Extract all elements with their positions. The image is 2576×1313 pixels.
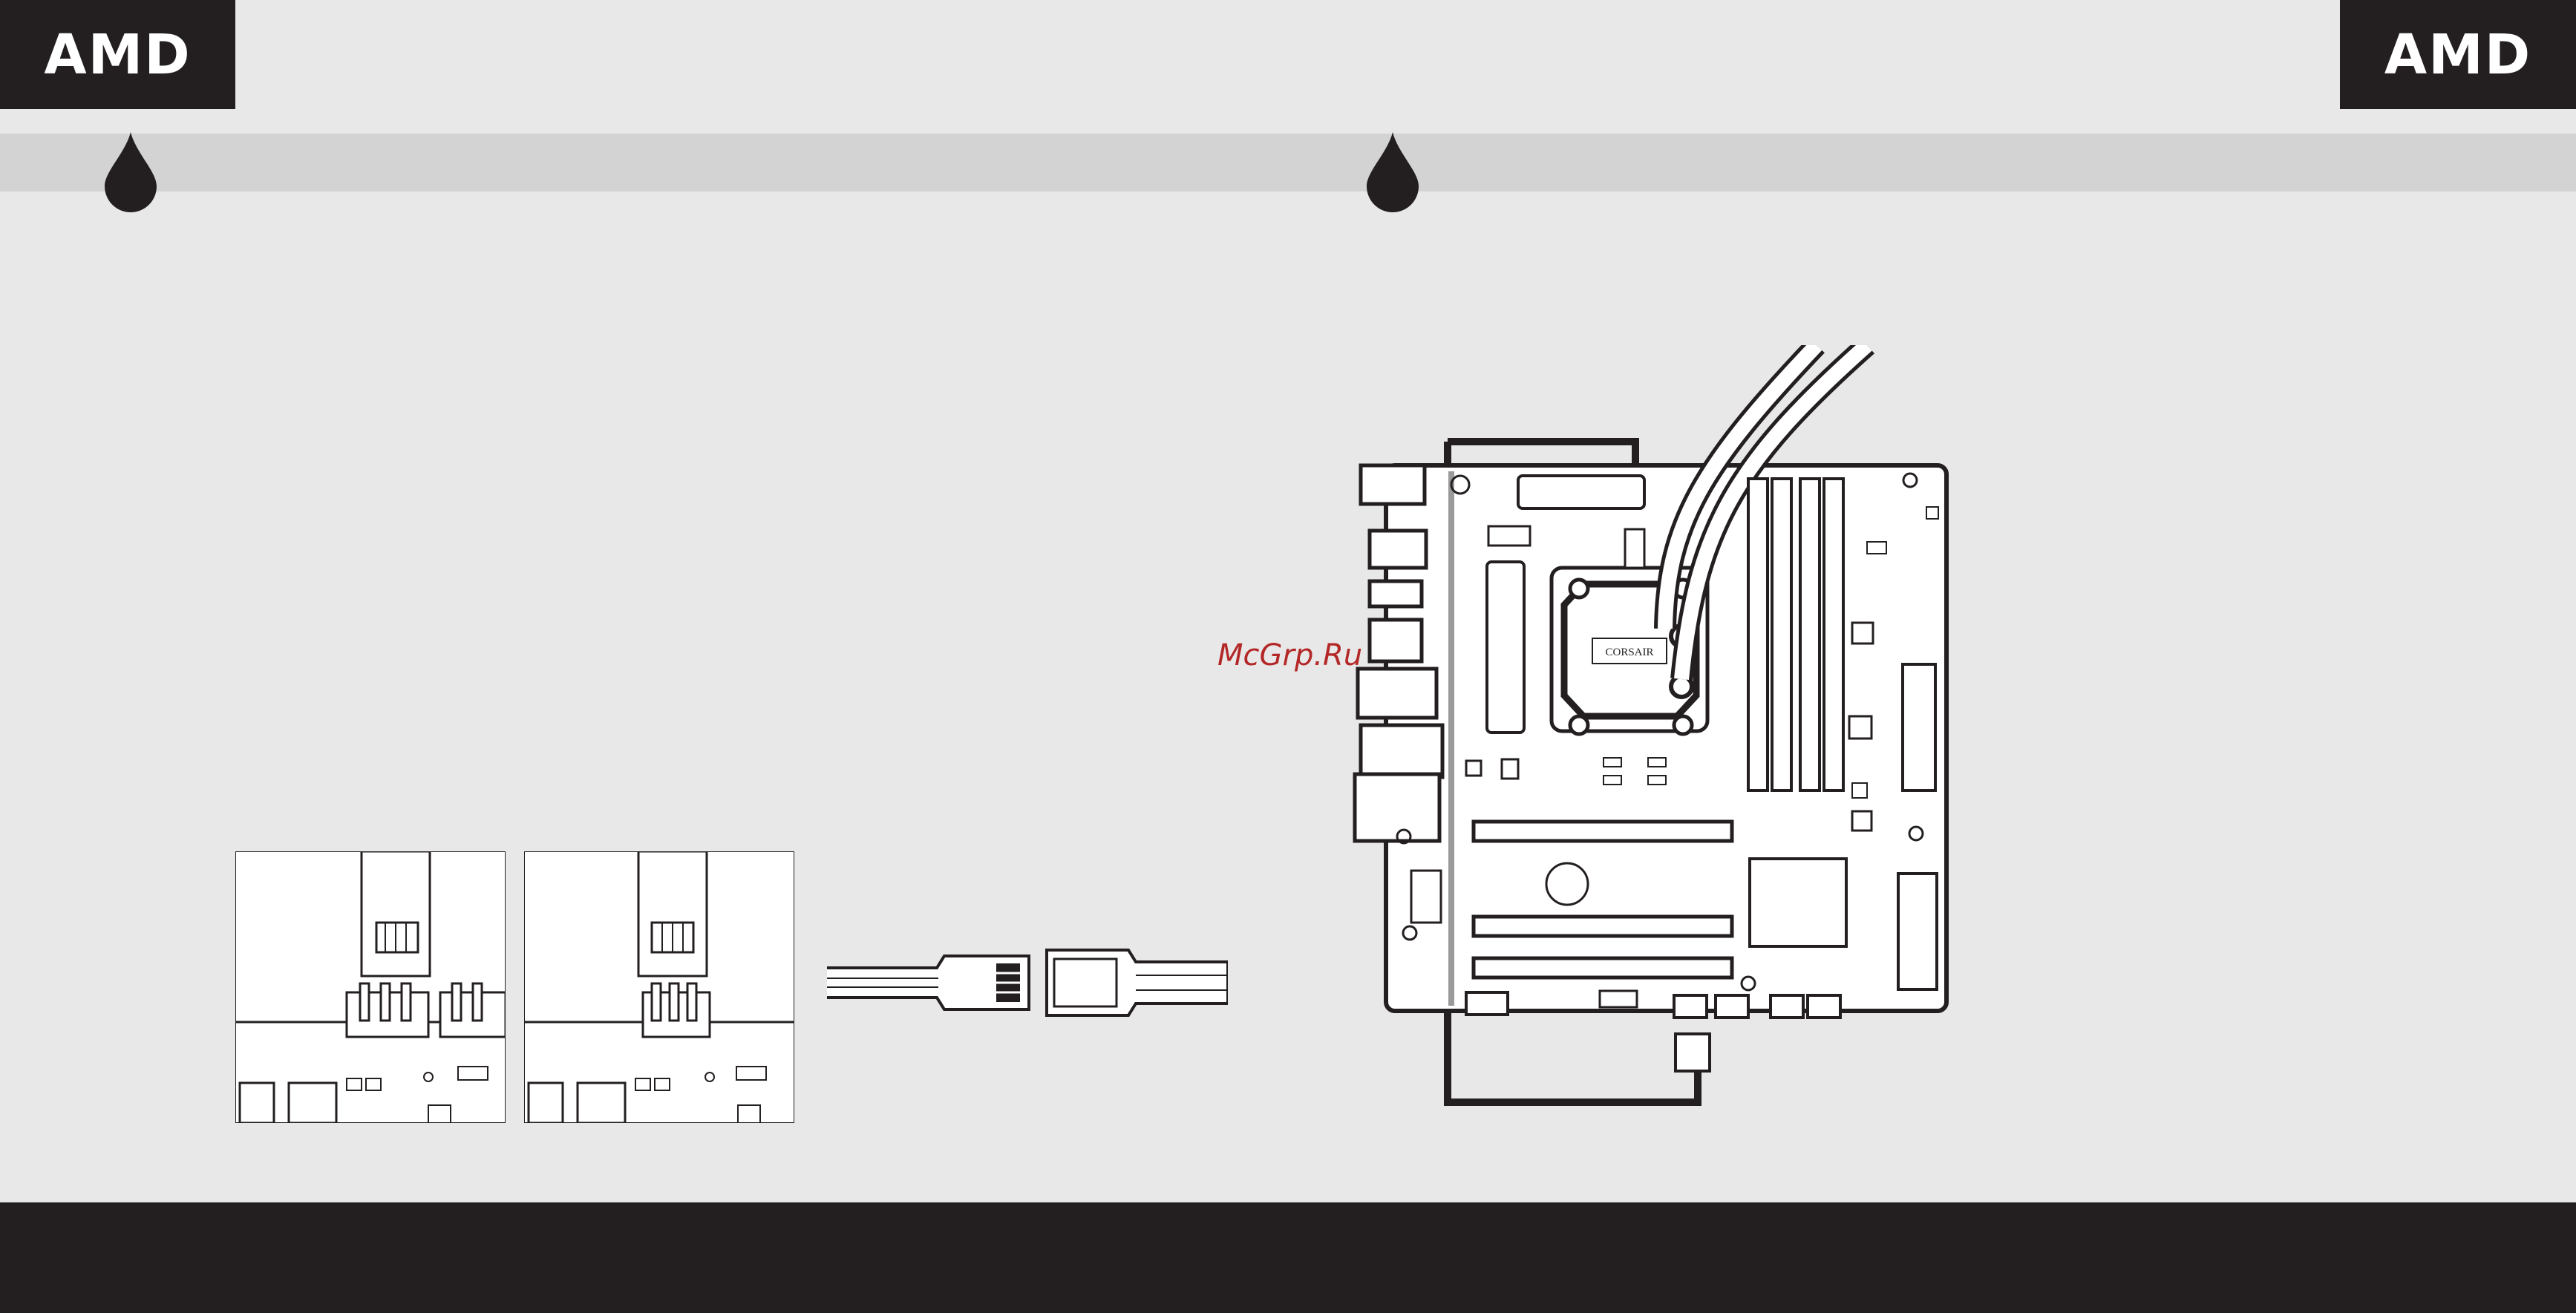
fan-header-closeup-illustration [235,851,506,1123]
pump-brand-label: CORSAIR [1605,646,1653,658]
drop-icon [103,131,158,212]
fan-cable-connector-illustration [827,943,1228,1023]
motherboard-illustration: CORSAIR [1347,345,1964,1110]
step-band [0,134,2576,191]
drop-icon [1365,131,1420,212]
watermark-text: McGrp.Ru [1217,638,1362,672]
footer-bar [0,1202,2576,1313]
amd-logo-text: AMD [44,23,191,87]
fan-header-closeup-illustration [524,851,794,1123]
amd-logo-left: AMD [0,0,235,109]
amd-logo-right: AMD [2340,0,2576,109]
amd-logo-text: AMD [2384,23,2531,87]
